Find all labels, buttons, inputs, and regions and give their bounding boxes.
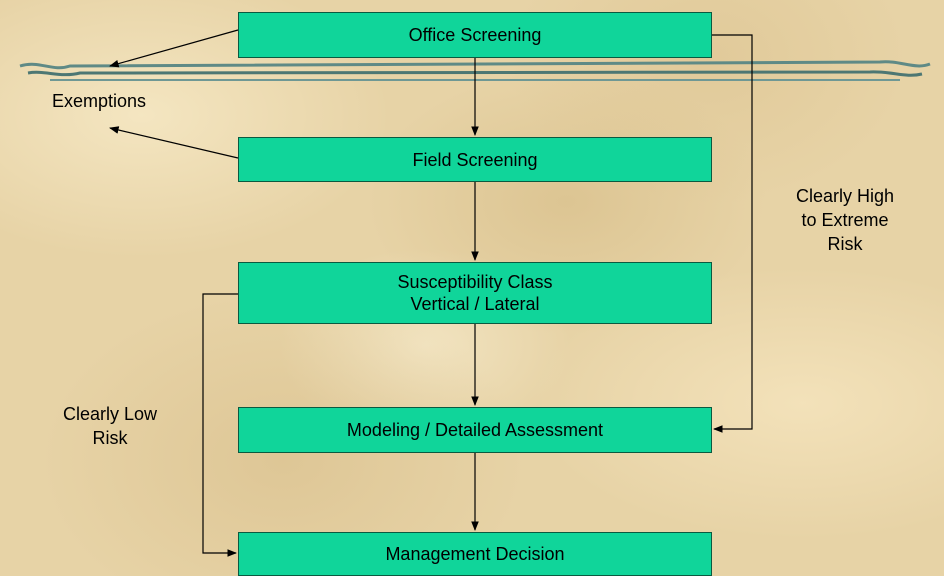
high-risk-line1: Clearly High (795, 186, 895, 206)
arrow-office-to-exemptions (109, 29, 239, 68)
susceptibility-class-box: Susceptibility Class Vertical / Lateral (238, 262, 712, 324)
high-risk-line2: to Extreme (801, 210, 889, 230)
field-screening-label: Field Screening (412, 149, 538, 170)
susceptibility-label-line2: Vertical / Lateral (410, 294, 540, 314)
office-screening-label: Office Screening (408, 25, 542, 45)
clearly-high-risk-label: Clearly High to Extreme Risk (770, 184, 920, 256)
arrow-low-risk-bypass (202, 293, 238, 557)
clearly-low-risk-label: Clearly Low Risk (40, 402, 180, 450)
high-risk-line3: Risk (827, 234, 863, 254)
arrow-field-to-exemptions (109, 126, 239, 159)
exemptions-label: Exemptions (52, 91, 147, 111)
modeling-label: Modeling / Detailed Assessment (346, 420, 604, 440)
office-screening-box: Office Screening (238, 12, 712, 58)
arrow-high-risk-bypass (712, 34, 753, 433)
modeling-assessment-box: Modeling / Detailed Assessment (238, 407, 712, 453)
susceptibility-label-line1: Susceptibility Class (397, 272, 553, 292)
low-risk-line1: Clearly Low (62, 404, 158, 424)
low-risk-line2: Risk (92, 428, 128, 448)
management-label: Management Decision (385, 544, 565, 564)
management-decision-box: Management Decision (238, 532, 712, 576)
field-screening-box: Field Screening (238, 137, 712, 182)
